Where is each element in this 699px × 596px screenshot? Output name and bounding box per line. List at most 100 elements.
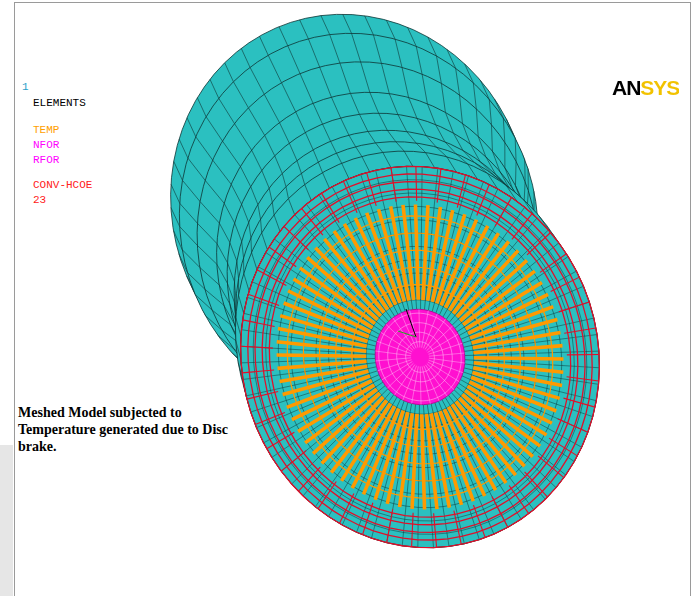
hub-mesh-line bbox=[420, 367, 422, 405]
disc-mesh-line bbox=[456, 387, 565, 476]
load-legend-label: NFOR bbox=[33, 139, 59, 152]
rim-mesh-line bbox=[217, 244, 228, 263]
rim-mesh-line bbox=[219, 223, 230, 242]
rim-mesh-line bbox=[174, 161, 183, 180]
rim-mesh-line bbox=[409, 97, 417, 118]
hub-mesh-line bbox=[386, 324, 413, 350]
rim-mesh-line bbox=[274, 215, 280, 231]
rim-mesh-line bbox=[258, 205, 261, 220]
rim-mesh-line bbox=[359, 114, 367, 131]
rim-mesh-line bbox=[180, 227, 198, 246]
rim-mesh-line bbox=[387, 130, 395, 141]
convection-line bbox=[318, 482, 336, 509]
rim-mesh-line bbox=[262, 170, 269, 188]
rim-mesh-line bbox=[417, 118, 426, 135]
rim-mesh-line bbox=[279, 123, 289, 144]
convection-line bbox=[457, 175, 465, 208]
hub-mesh-line bbox=[427, 326, 453, 351]
rim-mesh-line bbox=[368, 131, 376, 142]
rim-mesh-line bbox=[171, 208, 180, 227]
rim-mesh-line bbox=[219, 98, 235, 123]
rim-mesh-line bbox=[404, 151, 413, 166]
hub-mesh-line bbox=[428, 362, 459, 382]
convection-line bbox=[257, 270, 286, 286]
rim-mesh-line bbox=[340, 63, 350, 93]
convection-line bbox=[540, 254, 566, 273]
rim-mesh-line bbox=[259, 36, 268, 55]
convection-ring bbox=[248, 174, 592, 540]
rim-mesh-line bbox=[308, 39, 319, 67]
rim-mesh-line bbox=[251, 187, 258, 205]
rim-mesh-line bbox=[350, 93, 359, 114]
rim-mesh-line bbox=[300, 20, 309, 39]
rim-mesh-line bbox=[300, 74, 313, 104]
rim-mesh-line bbox=[437, 56, 442, 83]
rim-mesh-line bbox=[416, 143, 425, 153]
rim-mesh-line bbox=[179, 139, 188, 158]
temperature-load-symbol bbox=[474, 358, 564, 359]
convection-line bbox=[281, 451, 306, 472]
rim-mesh-line bbox=[227, 283, 234, 302]
hub-mesh-line bbox=[428, 334, 459, 352]
hub-mesh-line bbox=[424, 366, 439, 401]
convection-line bbox=[492, 497, 508, 528]
rim-mesh-line bbox=[197, 223, 216, 243]
hub-mesh-ring bbox=[379, 313, 462, 401]
window-number: 1 bbox=[22, 81, 29, 94]
convection-line bbox=[269, 247, 296, 267]
temperature-load-symbol bbox=[422, 414, 425, 509]
hub-mesh-line bbox=[410, 310, 418, 347]
convection-line bbox=[551, 277, 580, 291]
rim-mesh-line bbox=[427, 104, 435, 125]
rim-mesh-line bbox=[197, 245, 216, 264]
rim-mesh-line bbox=[301, 173, 304, 184]
rim-mesh-line bbox=[265, 135, 275, 155]
rim-mesh-line bbox=[269, 188, 272, 202]
load-legend-label: RFOR bbox=[33, 154, 59, 167]
rim-mesh-line bbox=[395, 39, 402, 67]
hub-mesh-line bbox=[427, 364, 454, 390]
hub-mesh-line bbox=[425, 319, 445, 349]
rim-mesh-line bbox=[491, 125, 493, 151]
rim-mesh-line bbox=[249, 222, 251, 238]
rim-mesh-line bbox=[234, 124, 251, 151]
convection-line bbox=[248, 294, 279, 305]
rim-mesh-line bbox=[231, 184, 241, 204]
rim-section bbox=[241, 166, 600, 547]
software-logo: ANSYS bbox=[612, 76, 679, 100]
rim-mesh-line bbox=[244, 273, 249, 291]
rim-mesh-line bbox=[227, 263, 234, 282]
load-legend-label: CONV-HCOE bbox=[33, 179, 92, 192]
rim-mesh-line bbox=[243, 258, 244, 274]
hub-mesh-line bbox=[412, 366, 419, 403]
hub-mesh-line bbox=[429, 360, 463, 373]
load-legend-label: TEMP bbox=[33, 124, 59, 137]
convection-line bbox=[454, 511, 461, 545]
hub-mesh-line bbox=[418, 309, 420, 347]
hub-mesh-line bbox=[422, 366, 430, 403]
temperature-load-ring bbox=[336, 267, 505, 446]
rim-mesh-line bbox=[236, 318, 241, 337]
side-strip bbox=[0, 445, 13, 596]
convection-line bbox=[512, 214, 532, 240]
rim-mesh-line bbox=[533, 192, 534, 213]
rim-mesh-line bbox=[242, 204, 249, 222]
rim-mesh-line bbox=[416, 46, 422, 74]
convection-line bbox=[243, 320, 275, 327]
disc-fill bbox=[241, 166, 600, 547]
rim-mesh-line bbox=[504, 142, 505, 167]
rim-mesh-line bbox=[275, 156, 282, 174]
hub-mesh-line bbox=[429, 353, 465, 356]
convection-line bbox=[242, 370, 274, 373]
convection-line bbox=[255, 412, 285, 424]
rim-mesh-line bbox=[248, 108, 264, 136]
rim-mesh-line bbox=[323, 124, 331, 141]
rim-mesh-line bbox=[381, 63, 389, 93]
rim-mesh-line bbox=[233, 82, 248, 108]
rim-mesh-line bbox=[343, 14, 352, 33]
hub-mesh-line bbox=[423, 314, 437, 349]
hub-mesh-line bbox=[387, 363, 413, 388]
convection-line bbox=[339, 493, 354, 523]
rim-mesh-line bbox=[524, 160, 525, 182]
